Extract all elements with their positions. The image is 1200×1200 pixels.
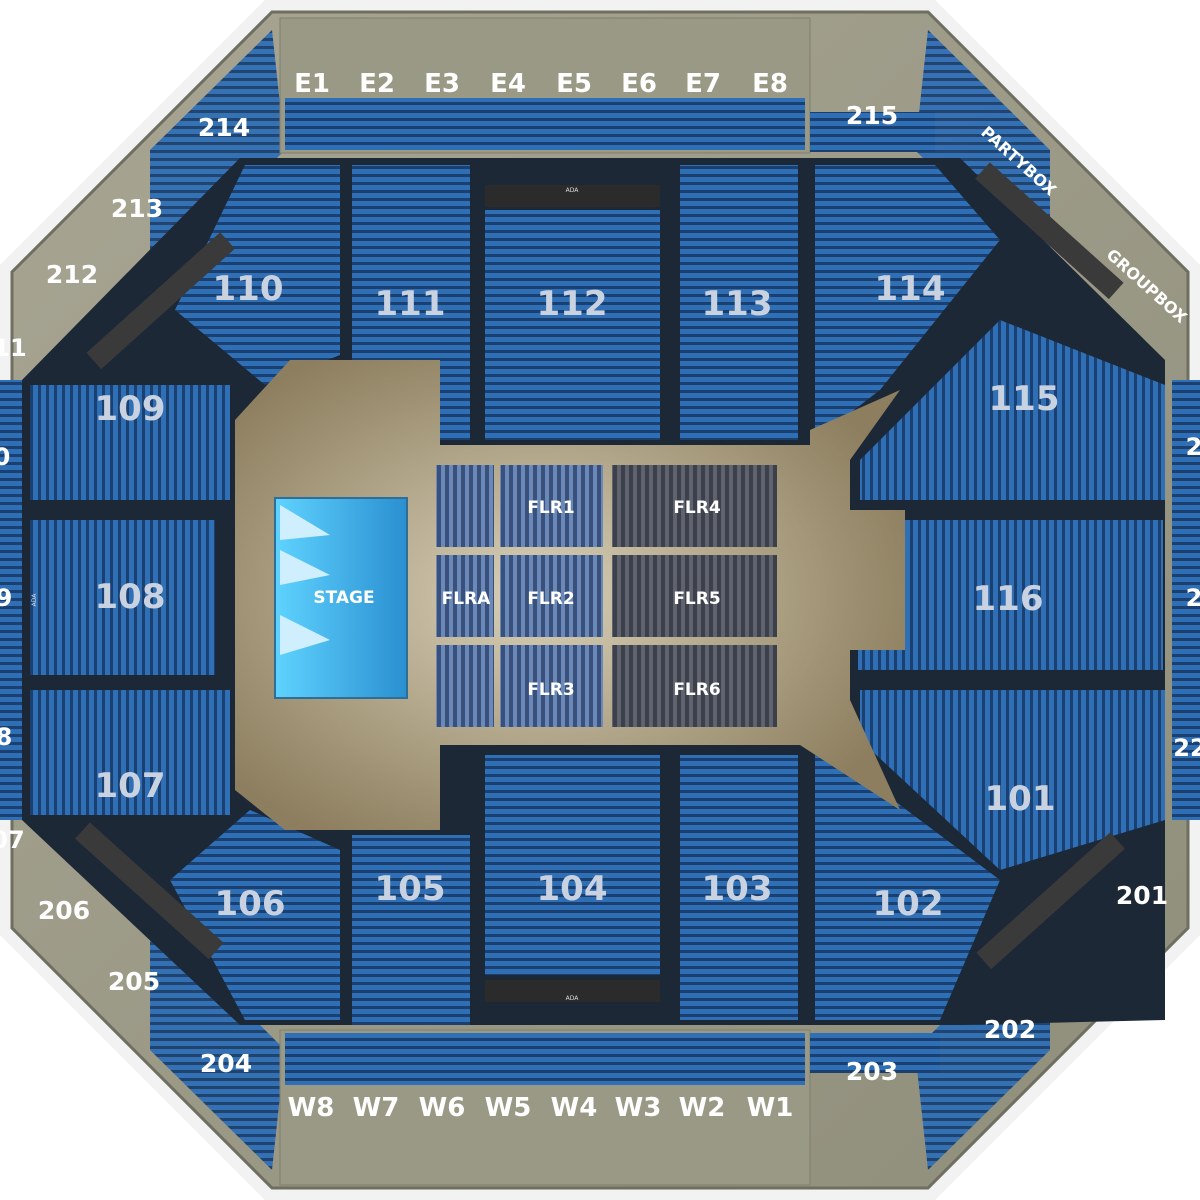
edge-label: 0 bbox=[0, 443, 10, 471]
section-201[interactable]: 201 bbox=[1116, 881, 1168, 910]
section-w5[interactable]: W5 bbox=[485, 1093, 532, 1123]
section-w6[interactable]: W6 bbox=[419, 1093, 466, 1123]
west-labels: W8 W7 W6 W5 W4 W3 W2 W1 bbox=[288, 1093, 794, 1123]
section-108[interactable]: 108 bbox=[95, 577, 166, 617]
west-sections bbox=[279, 1029, 940, 1186]
edge-label: 8 bbox=[0, 723, 12, 751]
section-114[interactable]: 114 bbox=[875, 269, 946, 309]
section-112[interactable]: 112 bbox=[537, 284, 608, 324]
section-205[interactable]: 205 bbox=[108, 967, 160, 996]
floor-flr6[interactable]: FLR6 bbox=[673, 680, 720, 700]
ada-aisles bbox=[75, 162, 1125, 1002]
floor-flr1[interactable]: FLR1 bbox=[527, 498, 574, 518]
section-e3[interactable]: E3 bbox=[424, 69, 460, 99]
section-115[interactable]: 115 bbox=[989, 379, 1060, 419]
section-e6[interactable]: E6 bbox=[621, 69, 657, 99]
edge-label: 2 bbox=[1186, 433, 1200, 461]
ada-label: ADA bbox=[566, 995, 580, 1002]
floor-flr2[interactable]: FLR2 bbox=[527, 589, 574, 609]
ada-label: ADA bbox=[31, 593, 38, 607]
section-203[interactable]: 203 bbox=[846, 1057, 898, 1086]
section-213[interactable]: 213 bbox=[111, 194, 163, 223]
section-104[interactable]: 104 bbox=[537, 869, 608, 909]
lower-sections bbox=[30, 165, 1165, 1025]
section-102[interactable]: 102 bbox=[873, 884, 944, 924]
floor-flr5[interactable]: FLR5 bbox=[673, 589, 720, 609]
edge-label: 9 bbox=[0, 584, 12, 612]
section-w1[interactable]: W1 bbox=[747, 1093, 794, 1123]
east-sections bbox=[279, 17, 935, 154]
section-w8[interactable]: W8 bbox=[288, 1093, 335, 1123]
stage: STAGE bbox=[274, 497, 408, 699]
section-e1[interactable]: E1 bbox=[294, 69, 330, 99]
section-103[interactable]: 103 bbox=[702, 869, 773, 909]
stage-label[interactable]: STAGE bbox=[313, 588, 374, 608]
section-109[interactable]: 109 bbox=[95, 389, 166, 429]
section-e7[interactable]: E7 bbox=[685, 69, 721, 99]
edge-label: 2 bbox=[1186, 584, 1200, 612]
section-110[interactable]: 110 bbox=[213, 269, 284, 309]
east-labels: E1 E2 E3 E4 E5 E6 E7 E8 bbox=[294, 69, 788, 99]
section-101[interactable]: 101 bbox=[985, 779, 1056, 819]
section-w3[interactable]: W3 bbox=[615, 1093, 662, 1123]
floor-flr4[interactable]: FLR4 bbox=[673, 498, 721, 518]
edge-label: 22 bbox=[1173, 734, 1200, 762]
section-202[interactable]: 202 bbox=[984, 1015, 1036, 1044]
ada-labels: ADA ADA ADA bbox=[31, 187, 579, 1002]
ada-label: ADA bbox=[566, 187, 580, 194]
section-113[interactable]: 113 bbox=[702, 284, 773, 324]
section-106[interactable]: 106 bbox=[215, 884, 286, 924]
section-215[interactable]: 215 bbox=[846, 101, 898, 130]
section-e4[interactable]: E4 bbox=[490, 69, 526, 99]
floor-sections bbox=[436, 465, 777, 727]
edge-label: 11 bbox=[0, 334, 27, 362]
section-116[interactable]: 116 bbox=[973, 579, 1044, 619]
section-107[interactable]: 107 bbox=[95, 766, 166, 806]
section-111[interactable]: 111 bbox=[375, 284, 446, 324]
section-w7[interactable]: W7 bbox=[353, 1093, 400, 1123]
section-e8[interactable]: E8 bbox=[752, 69, 788, 99]
section-212[interactable]: 212 bbox=[46, 260, 98, 289]
floor-flr3[interactable]: FLR3 bbox=[527, 680, 574, 700]
section-e5[interactable]: E5 bbox=[556, 69, 592, 99]
section-214[interactable]: 214 bbox=[198, 113, 250, 142]
floor-flra[interactable]: FLRA bbox=[442, 589, 492, 609]
section-105[interactable]: 105 bbox=[375, 869, 446, 909]
section-204[interactable]: 204 bbox=[200, 1049, 252, 1078]
edge-label: 07 bbox=[0, 826, 25, 854]
section-w2[interactable]: W2 bbox=[679, 1093, 726, 1123]
section-e2[interactable]: E2 bbox=[359, 69, 395, 99]
edge-partial-labels: 11 0 9 8 07 2 2 22 bbox=[0, 334, 1200, 854]
section-206[interactable]: 206 bbox=[38, 896, 90, 925]
floor-labels: FLRA FLR1 FLR2 FLR3 FLR4 FLR5 FLR6 bbox=[442, 498, 721, 700]
section-w4[interactable]: W4 bbox=[551, 1093, 598, 1123]
lower-section-labels: 110 111 112 113 114 115 116 101 102 103 … bbox=[95, 269, 1060, 924]
